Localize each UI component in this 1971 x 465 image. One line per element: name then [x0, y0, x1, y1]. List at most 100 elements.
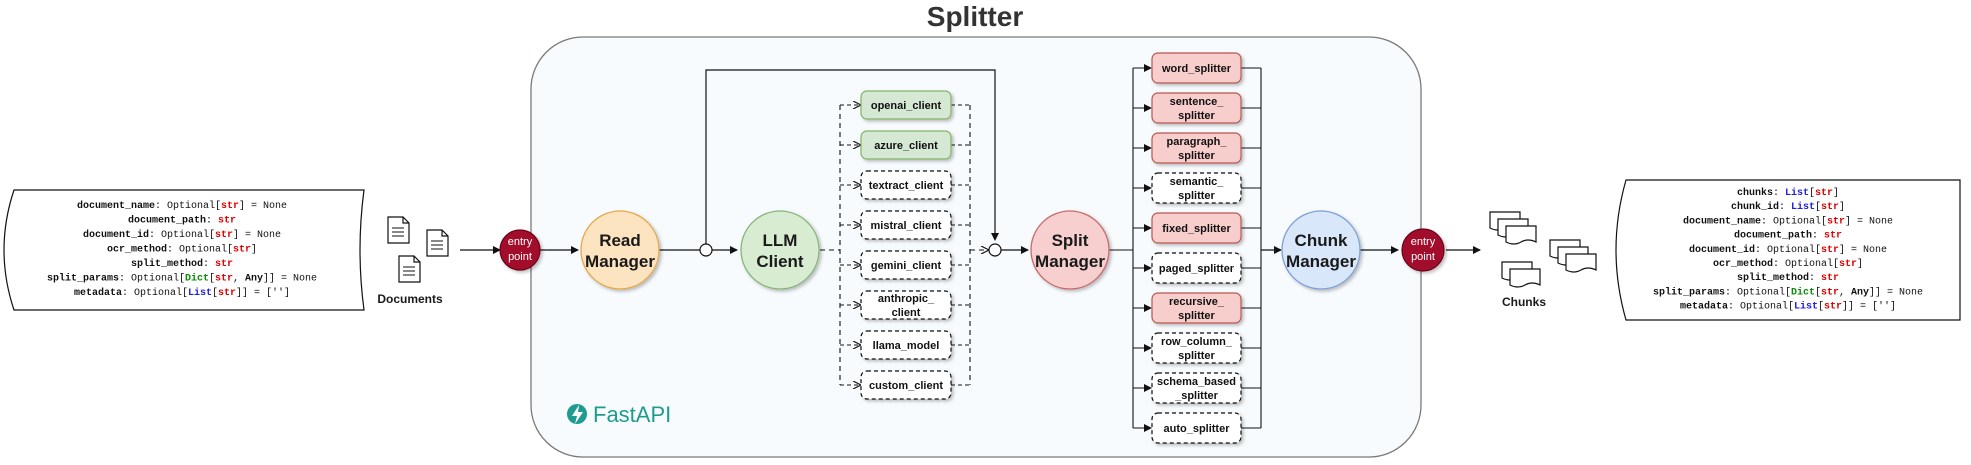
llm-client-label: Client: [756, 252, 804, 271]
llm-client-node: LLM Client: [740, 210, 820, 290]
chunk-stack-icon: [1489, 211, 1537, 245]
chunks-icon-group: Chunks: [1489, 211, 1597, 309]
node-label: paged_splitter: [1159, 263, 1235, 275]
auto-splitter-node: auto_splitter: [1151, 412, 1242, 444]
node-label: fixed_splitter: [1162, 223, 1231, 235]
mistral-client-node: mistral_client: [860, 210, 952, 240]
paragraph-splitter-node: paragraph_ splitter: [1151, 132, 1242, 164]
schema-field-line: document_path: str: [1734, 230, 1842, 242]
row-column-splitter-node: row_column_ splitter: [1151, 332, 1242, 364]
split-manager-label: Manager: [1035, 252, 1105, 271]
schema-based-splitter-node: schema_based_splitter: [1151, 372, 1242, 404]
llama-model-node: llama_model: [860, 330, 952, 360]
schema-field-line: split_params: Optional[Dict[str, Any]] =…: [47, 273, 317, 285]
node-label: gemini_client: [871, 260, 942, 272]
fastapi-label: FastAPI: [593, 402, 671, 427]
node-label: azure_client: [874, 140, 938, 152]
schema-field-line: ocr_method: Optional[str]: [107, 244, 257, 256]
schema-field-line: split_method: str: [1737, 272, 1839, 284]
schema-field-line: ocr_method: Optional[str]: [1713, 258, 1863, 270]
schema-field-line: metadata: Optional[List[str]] = ['']: [74, 287, 290, 299]
chunk-manager-label: Chunk: [1295, 231, 1348, 250]
entry-point-label: point: [1411, 251, 1435, 263]
node-label: _splitter: [1174, 390, 1219, 402]
documents-icon-group: Documents: [377, 216, 449, 306]
schema-field-line: document_path: str: [128, 215, 236, 227]
client-branch-lines: [820, 105, 988, 385]
schema-field-line: chunk_id: List[str]: [1731, 201, 1845, 213]
chunk-manager-node: Chunk Manager: [1281, 210, 1361, 290]
entry-point-label: entry: [1411, 236, 1436, 248]
schema-field-line: split_params: Optional[Dict[str, Any]] =…: [1653, 286, 1923, 298]
document-icon: [387, 216, 410, 244]
split-manager-label: Split: [1052, 231, 1089, 250]
node-label: llama_model: [873, 340, 940, 352]
splitter-branch-lines: [1109, 64, 1262, 432]
input-schema-fields: document_name: Optional[str] = None docum…: [47, 200, 317, 299]
output-schema-fields: chunks: List[str] chunk_id: List[str] docu…: [1653, 187, 1923, 313]
node-label: splitter: [1178, 190, 1215, 202]
node-label: splitter: [1178, 150, 1215, 162]
read-manager-node: Read Manager: [580, 210, 660, 290]
schema-field-line: document_id: Optional[str] = None: [1689, 244, 1887, 256]
schema-field-line: document_name: Optional[str] = None: [77, 200, 287, 212]
read-manager-label: Read: [599, 231, 641, 250]
chunk-stack-icon: [1549, 239, 1597, 273]
fastapi-logo: FastAPI: [567, 402, 671, 427]
documents-caption: Documents: [377, 292, 443, 306]
schema-field-line: document_id: Optional[str] = None: [83, 229, 281, 241]
fixed-splitter-node: fixed_splitter: [1151, 212, 1242, 244]
fastapi-bolt-icon: [567, 404, 587, 424]
node-label: splitter: [1178, 110, 1215, 122]
node-label: openai_client: [871, 100, 942, 112]
junction-node: [699, 243, 713, 257]
schema-field-line: metadata: Optional[List[str]] = ['']: [1680, 301, 1896, 313]
node-label: paragraph_: [1167, 136, 1228, 148]
node-label: sentence_: [1170, 96, 1225, 108]
word-splitter-node: word_splitter: [1151, 52, 1242, 84]
schema-field-line: chunks: List[str]: [1737, 187, 1839, 199]
paged-splitter-node: paged_splitter: [1151, 252, 1242, 284]
llm-client-list: openai_client azure_client textract_client…: [860, 90, 952, 400]
anthropic-client-node: anthropic_client: [860, 290, 952, 320]
entry-point-output: entry point: [1401, 228, 1445, 272]
document-icon: [398, 255, 421, 283]
textract-client-node: textract_client: [860, 170, 952, 200]
schema-field-line: document_name: Optional[str] = None: [1683, 215, 1893, 227]
openai-client-node: openai_client: [860, 90, 952, 120]
connectors: [460, 69, 1481, 254]
recursive-splitter-node: recursive_ splitter: [1151, 292, 1242, 324]
schema-field-line: split_method: str: [131, 258, 233, 270]
junction-node: [988, 243, 1002, 257]
node-label: row_column_: [1161, 336, 1233, 348]
node-label: auto_splitter: [1163, 423, 1230, 435]
semantic-splitter-node: semantic_ splitter: [1151, 172, 1242, 204]
node-label: textract_client: [869, 180, 944, 192]
sentence-splitter-node: sentence_ splitter: [1151, 92, 1242, 124]
diagram-title: Splitter: [927, 1, 1024, 32]
node-label: client: [892, 307, 921, 319]
chunks-caption: Chunks: [1502, 295, 1546, 309]
custom-client-node: custom_client: [860, 370, 952, 400]
chunk-stack-icon: [1501, 261, 1541, 288]
output-schema-panel: chunks: List[str] chunk_id: List[str] docu…: [1615, 179, 1961, 321]
node-label: word_splitter: [1161, 63, 1232, 75]
node-label: anthropic_: [878, 293, 935, 305]
chunk-manager-label: Manager: [1286, 252, 1356, 271]
azure-client-node: azure_client: [860, 130, 952, 160]
entry-point-label: point: [508, 251, 532, 263]
entry-point-input: entry point: [499, 229, 541, 271]
node-label: splitter: [1178, 310, 1215, 322]
node-label: mistral_client: [871, 220, 942, 232]
node-label: custom_client: [869, 380, 943, 392]
read-manager-label: Manager: [585, 252, 655, 271]
document-icon: [426, 229, 449, 257]
node-label: semantic_: [1170, 176, 1225, 188]
llm-client-label: LLM: [763, 231, 798, 250]
splitter-list: word_splittersentence_splitterparagraph_…: [1151, 52, 1242, 444]
node-label: recursive_: [1169, 296, 1225, 308]
node-label: splitter: [1178, 350, 1215, 362]
gemini-client-node: gemini_client: [860, 250, 952, 280]
input-schema-panel: document_name: Optional[str] = None docum…: [3, 189, 365, 311]
